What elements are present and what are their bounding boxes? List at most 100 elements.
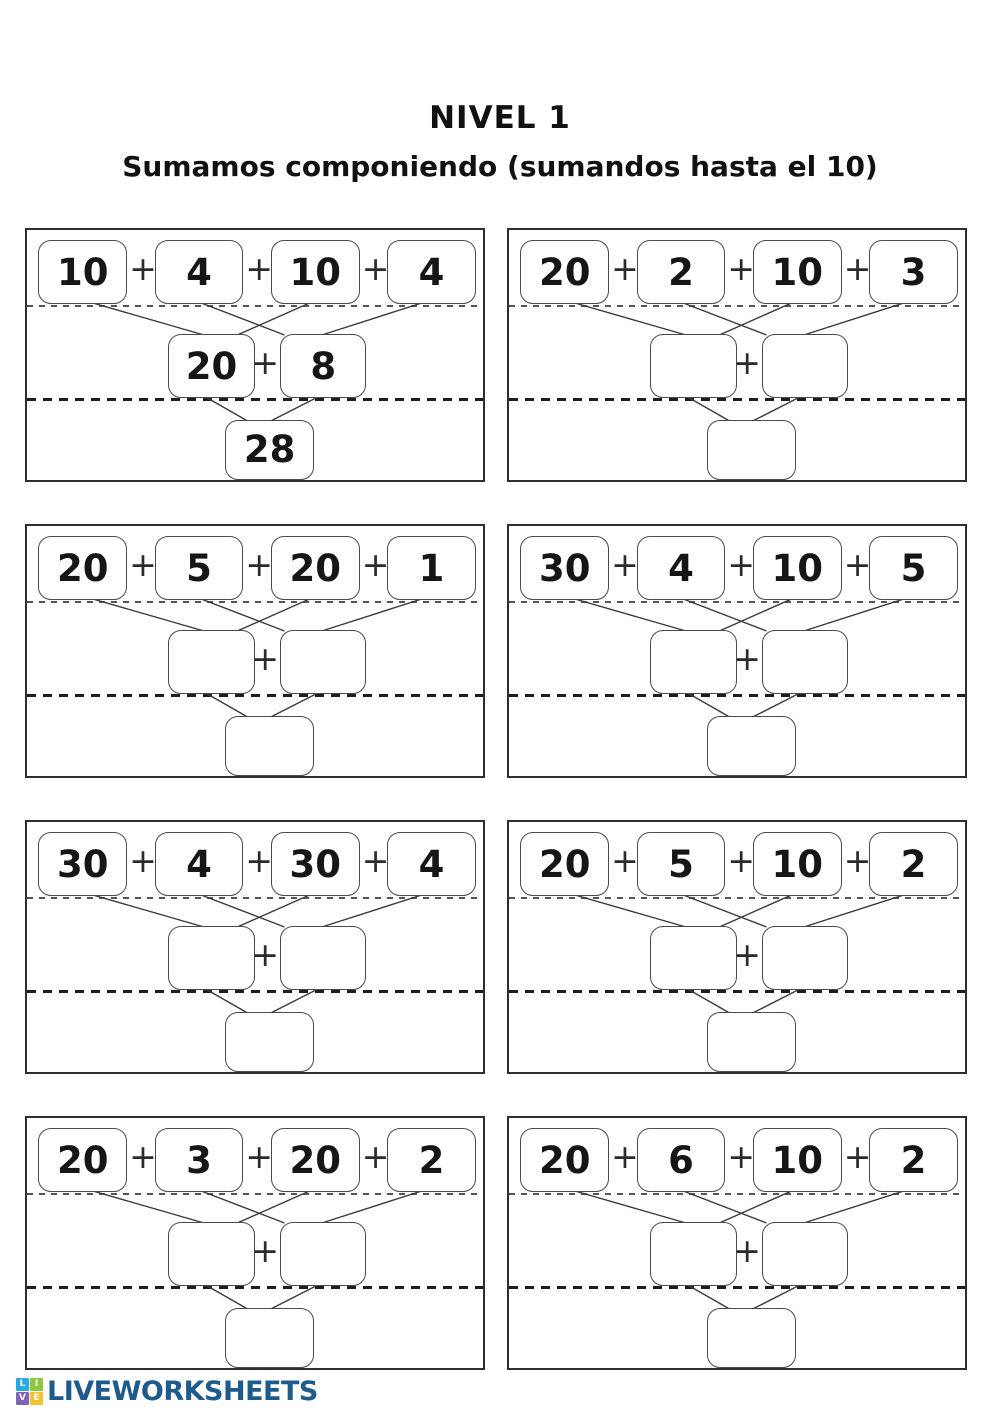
- plus-sign: +: [843, 1136, 872, 1176]
- addend-box-1: 20: [520, 240, 610, 304]
- connector-lines: [567, 892, 911, 1016]
- addend-box-2: 5: [154, 536, 244, 600]
- partial-sum-box-right[interactable]: [280, 1222, 367, 1286]
- partial-sum-box-right[interactable]: [280, 926, 367, 990]
- plus-sign: +: [245, 1136, 274, 1176]
- plus-sign: +: [361, 840, 390, 880]
- partial-sum-box-left: 20: [168, 334, 255, 398]
- sum-panel: 10 + 4 + 10 + 4 20 + 8 28: [25, 228, 485, 482]
- addend-box-3: 10: [752, 240, 842, 304]
- addend-box-2: 3: [154, 1128, 244, 1192]
- partial-sum-box-right[interactable]: [762, 926, 849, 990]
- addend-box-1: 20: [38, 1128, 128, 1192]
- cut-line-lower: [27, 990, 483, 993]
- total-sum-box[interactable]: [707, 716, 796, 776]
- sum-panel: 20 + 3 + 20 + 2 +: [25, 1116, 485, 1370]
- logo-square-l: L: [16, 1378, 29, 1391]
- cut-line-lower: [509, 694, 965, 697]
- partial-sum-box-left[interactable]: [650, 630, 737, 694]
- sum-panel: 20 + 6 + 10 + 2 +: [507, 1116, 967, 1370]
- cut-line-lower: [27, 398, 483, 401]
- plus-sign: +: [251, 934, 279, 974]
- plus-sign: +: [129, 840, 157, 880]
- plus-sign: +: [843, 248, 872, 288]
- cut-line-upper: [509, 305, 965, 307]
- plus-sign: +: [361, 544, 390, 584]
- partial-sum-box-right[interactable]: [762, 630, 849, 694]
- connector-lines: [85, 892, 429, 1016]
- plus-sign: +: [611, 248, 639, 288]
- addend-box-3: 10: [752, 1128, 842, 1192]
- cut-line-upper: [27, 601, 483, 603]
- plus-sign: +: [129, 248, 157, 288]
- partial-sum-box-left[interactable]: [650, 1222, 737, 1286]
- plus-sign: +: [245, 840, 274, 880]
- partial-sum-box-right[interactable]: [280, 630, 367, 694]
- addend-box-1: 30: [520, 536, 610, 600]
- total-sum-box[interactable]: [225, 1308, 314, 1368]
- total-sum-box[interactable]: [225, 716, 314, 776]
- plus-sign: +: [843, 840, 872, 880]
- total-sum-box[interactable]: [225, 1012, 314, 1072]
- addend-box-3: 10: [752, 832, 842, 896]
- addend-box-4: 2: [869, 1128, 958, 1192]
- plus-sign: +: [251, 1230, 279, 1270]
- addend-box-2: 2: [636, 240, 726, 304]
- cut-line-upper: [27, 1193, 483, 1195]
- logo-square-i: I: [30, 1378, 43, 1391]
- plus-sign: +: [251, 342, 279, 382]
- cut-line-lower: [509, 990, 965, 993]
- plus-sign: +: [843, 544, 872, 584]
- cut-line-lower: [509, 1286, 965, 1289]
- addend-box-4: 4: [387, 240, 476, 304]
- plus-sign: +: [361, 248, 390, 288]
- plus-sign: +: [733, 1230, 761, 1270]
- addend-box-3: 20: [270, 1128, 360, 1192]
- addend-box-1: 30: [38, 832, 128, 896]
- plus-sign: +: [611, 840, 639, 880]
- partial-sum-box-left[interactable]: [168, 630, 255, 694]
- logo-square-e: E: [30, 1392, 43, 1405]
- total-sum-box[interactable]: [707, 420, 796, 480]
- cut-line-upper: [509, 897, 965, 899]
- plus-sign: +: [611, 1136, 639, 1176]
- cut-line-upper: [27, 897, 483, 899]
- addend-box-1: 20: [520, 1128, 610, 1192]
- partial-sum-box-left[interactable]: [650, 334, 737, 398]
- connector-lines: [85, 1188, 429, 1312]
- worksheet-title: NIVEL 1: [429, 100, 571, 136]
- cut-line-lower: [509, 398, 965, 401]
- plus-sign: +: [727, 544, 756, 584]
- plus-sign: +: [733, 934, 761, 974]
- sum-panel: 20 + 5 + 10 + 2 +: [507, 820, 967, 1074]
- addend-box-1: 10: [38, 240, 128, 304]
- addend-box-2: 4: [636, 536, 726, 600]
- plus-sign: +: [129, 1136, 157, 1176]
- addend-box-3: 30: [270, 832, 360, 896]
- addend-box-2: 6: [636, 1128, 726, 1192]
- total-sum-box: 28: [225, 420, 314, 480]
- partial-sum-box-right[interactable]: [762, 1222, 849, 1286]
- partial-sum-box-right: 8: [280, 334, 367, 398]
- partial-sum-box-left[interactable]: [168, 926, 255, 990]
- sum-panel: 30 + 4 + 10 + 5 +: [507, 524, 967, 778]
- liveworksheets-logo-icon: L I V E: [16, 1378, 43, 1405]
- partial-sum-box-right[interactable]: [762, 334, 849, 398]
- addend-box-4: 4: [387, 832, 476, 896]
- logo-square-v: V: [16, 1392, 29, 1405]
- addend-box-3: 10: [270, 240, 360, 304]
- addend-box-1: 20: [38, 536, 128, 600]
- panels-grid: 10 + 4 + 10 + 4 20 + 8 28 20 + 2 + 10 + …: [25, 228, 967, 1370]
- plus-sign: +: [727, 1136, 756, 1176]
- total-sum-box[interactable]: [707, 1308, 796, 1368]
- sum-panel: 20 + 5 + 20 + 1 +: [25, 524, 485, 778]
- partial-sum-box-left[interactable]: [168, 1222, 255, 1286]
- plus-sign: +: [251, 638, 279, 678]
- partial-sum-box-left[interactable]: [650, 926, 737, 990]
- connector-lines: [567, 300, 911, 424]
- worksheet-subtitle: Sumamos componiendo (sumandos hasta el 1…: [122, 150, 878, 183]
- total-sum-box[interactable]: [707, 1012, 796, 1072]
- plus-sign: +: [245, 544, 274, 584]
- connector-lines: [567, 1188, 911, 1312]
